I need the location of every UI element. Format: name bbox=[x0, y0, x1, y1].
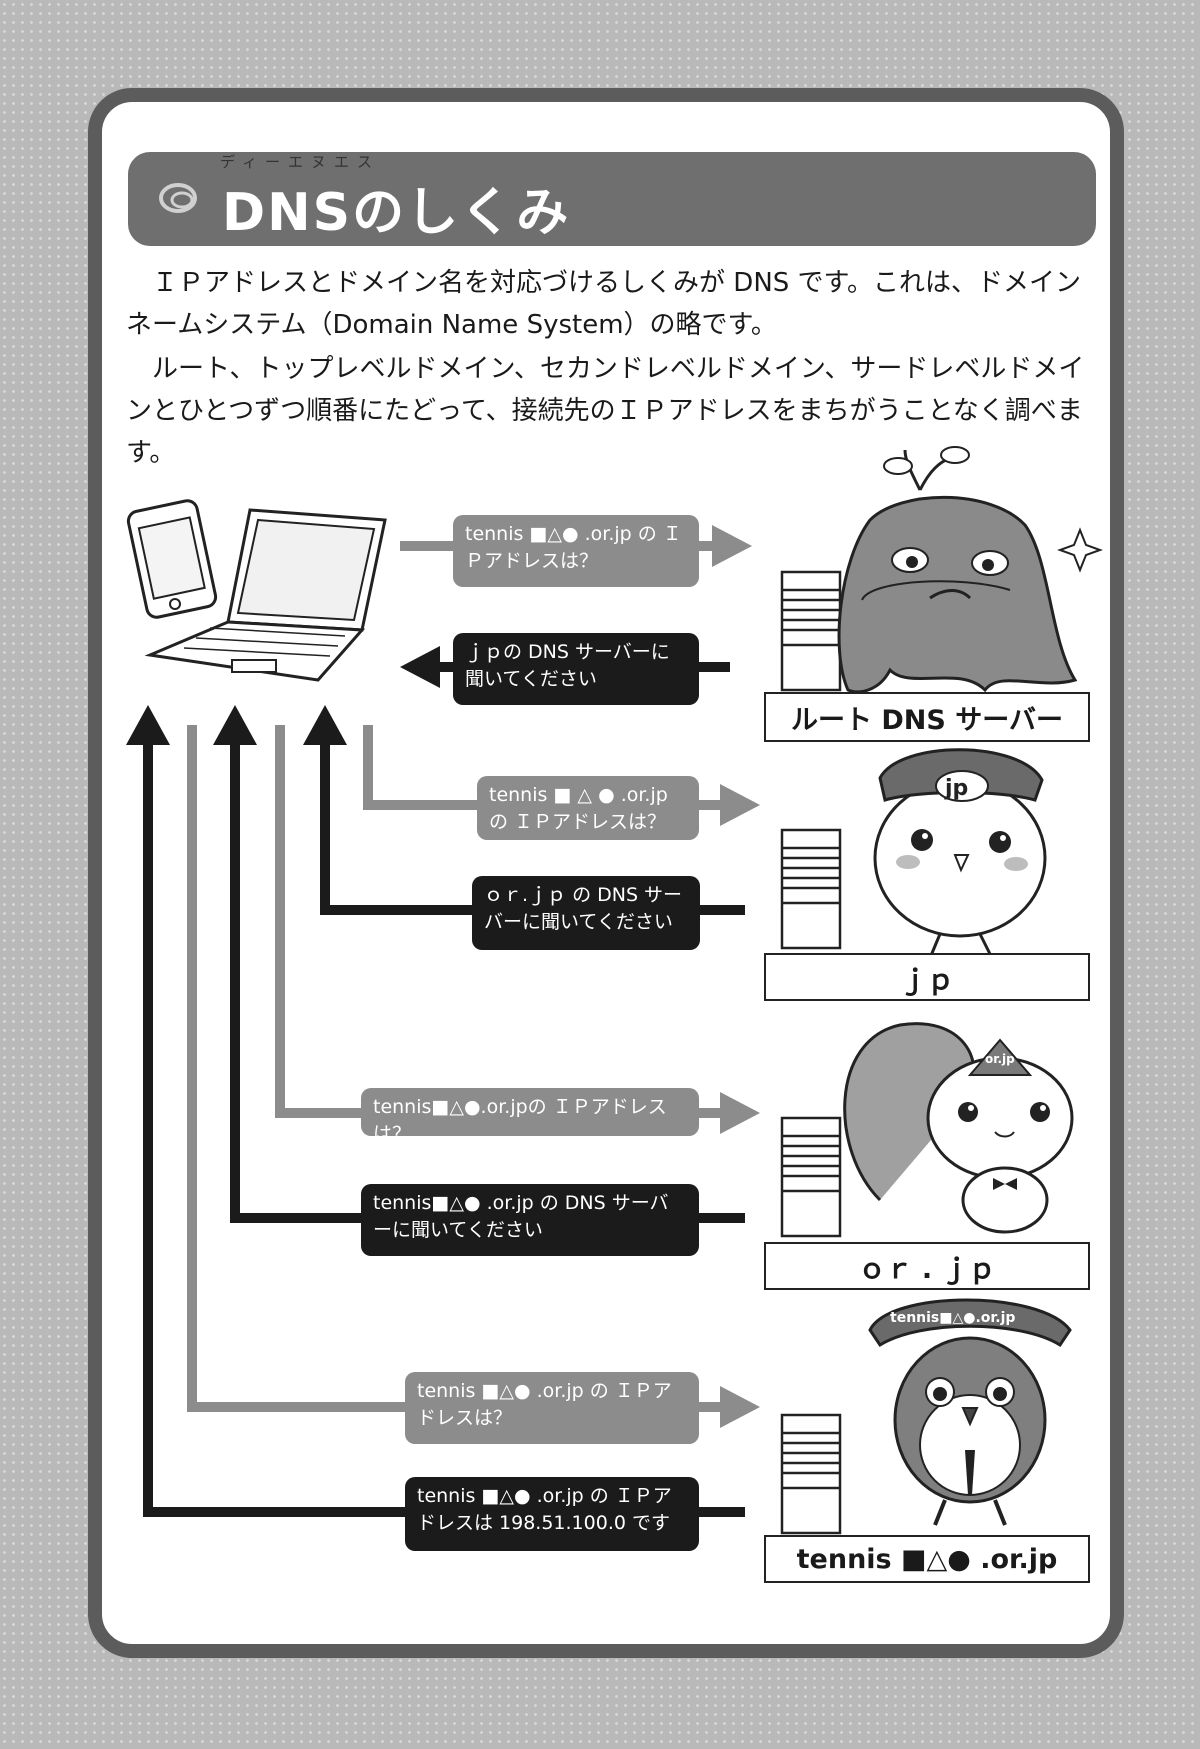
owl-mascot-illustration bbox=[868, 1298, 1072, 1526]
page-title: DNSのしくみ bbox=[222, 183, 571, 243]
answer-bubble: tennis■△● .or.jp の DNS サーバーに聞いてください bbox=[361, 1184, 699, 1256]
server-label-root: ルート DNS サーバー bbox=[764, 692, 1090, 742]
server-icon bbox=[780, 570, 842, 692]
question-bubble: tennis■△●.or.jpの ＩＰアドレスは？ bbox=[361, 1088, 699, 1145]
laptop-icon bbox=[144, 508, 387, 682]
arrow-answer-4-head bbox=[126, 705, 170, 745]
bird-mascot-illustration bbox=[873, 748, 1047, 959]
question-bubble: tennis ■△● .or.jp の ＩＰアドレスは？ bbox=[405, 1372, 699, 1444]
question-bubble: tennis ■△● .or.jp の ＩＰアドレスは？ bbox=[453, 515, 699, 587]
server-label-or-jp: ｏｒ . ｊｐ bbox=[764, 1242, 1090, 1290]
answer-bubble: ｏｒ.ｊｐ の DNS サーバーに聞いてください bbox=[472, 876, 700, 950]
squirrel-mascot-illustration bbox=[843, 1022, 1074, 1234]
server-label-tennis: tennis ■△● .or.jp bbox=[764, 1535, 1090, 1583]
server-label-jp: ｊｐ bbox=[764, 953, 1090, 1001]
intro-paragraph-2: ルート、トップレベルドメイン、セカンドレベルドメイン、サードレベルドメインとひと… bbox=[126, 354, 1085, 468]
owl-badge-label: tennis■△●.or.jp bbox=[890, 1310, 1016, 1326]
server-icon bbox=[780, 1116, 842, 1238]
squirrel-badge-label: or.jp bbox=[985, 1052, 1015, 1066]
smartphone-icon bbox=[126, 499, 218, 619]
question-bubble: tennis ■ △ ● .or.jp の ＩＰアドレスは？ bbox=[477, 776, 699, 840]
server-icon bbox=[780, 828, 842, 950]
bird-badge-label: jp bbox=[945, 776, 969, 801]
stump-mascot-illustration bbox=[837, 446, 1103, 694]
intro-paragraph-1: ＩＰアドレスとドメイン名を対応づけるしくみが DNS です。これは、ドメインネー… bbox=[126, 268, 1081, 340]
title-ruby: ディーエヌエス bbox=[220, 153, 380, 171]
answer-bubble: ｊｐの DNS サーバーに聞いてください bbox=[453, 633, 699, 705]
title-bar bbox=[128, 152, 1096, 246]
answer-bubble: tennis ■△● .or.jp の ＩＰアドレスは 198.51.100.0… bbox=[405, 1477, 699, 1551]
server-icon bbox=[780, 1413, 842, 1535]
link-icon bbox=[159, 183, 197, 213]
